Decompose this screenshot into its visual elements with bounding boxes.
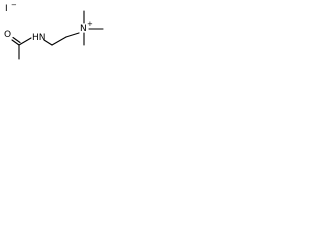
ethyl-bond-2	[65, 32, 80, 38]
carbonyl-oxygen-label: O	[4, 30, 11, 40]
acetylcholine-iodide-structure: I − O H​N N +	[4, 1, 104, 60]
carbonyl-double-bond-b	[12, 36, 21, 44]
nitrogen-to-ethyl-bond	[43, 39, 53, 46]
iodide-charge: −	[11, 1, 17, 9]
quaternary-nitrogen-label: N	[80, 24, 87, 34]
quaternary-charge: +	[87, 20, 93, 28]
carbonyl-to-nitrogen-bond	[18, 37, 32, 46]
amide-nitrogen-label: H​N	[32, 33, 46, 43]
iodide-label: I	[5, 4, 8, 14]
carbonyl-double-bond-a	[11, 39, 20, 46]
ethyl-bond-1	[51, 36, 67, 46]
